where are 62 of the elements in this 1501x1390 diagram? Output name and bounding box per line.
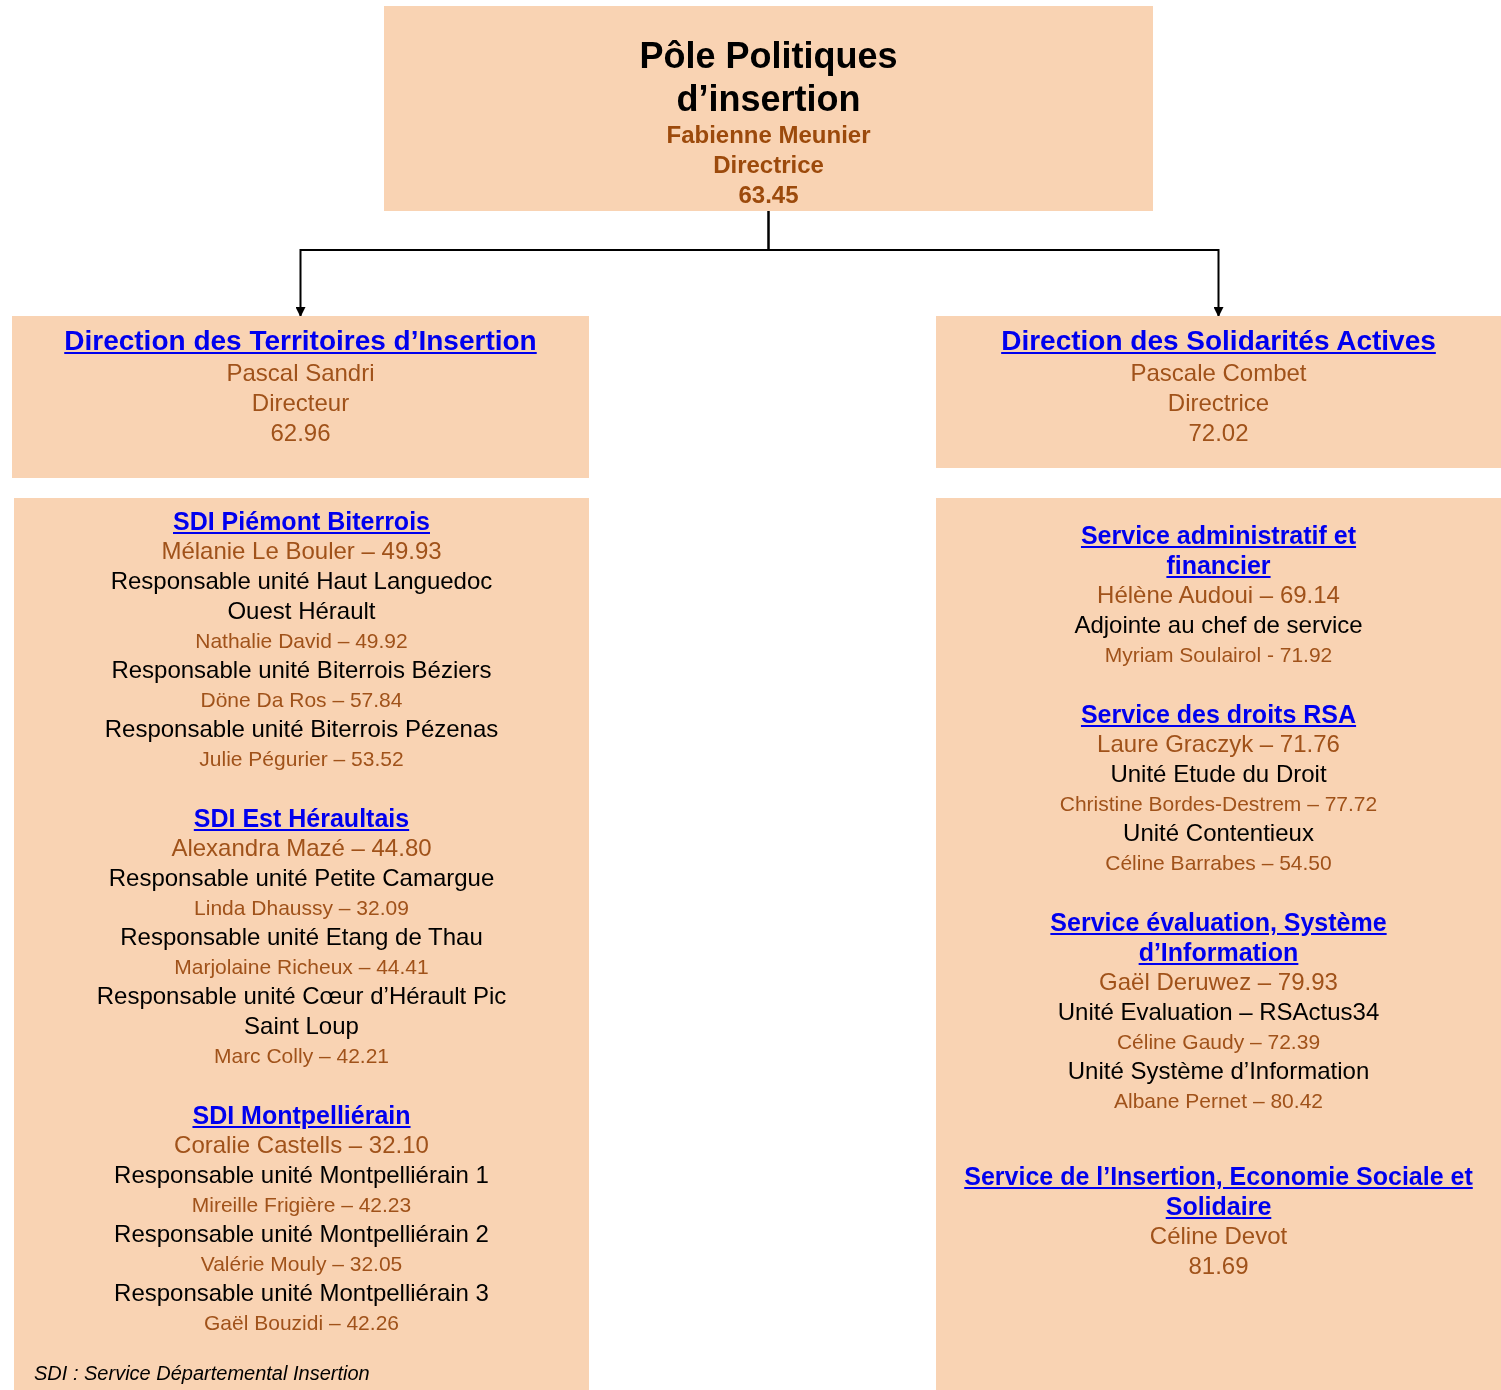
unit-role-text: Responsable unité Etang de Thau	[120, 922, 483, 952]
director-info: Directrice	[1167, 388, 1270, 418]
director-info: Directrice	[713, 150, 824, 180]
service-link: SDI Montpelliérain	[192, 1100, 411, 1130]
unit-role-text: Responsable unité Montpelliérain 1	[114, 1160, 489, 1190]
head-name-extension: Laure Graczyk – 71.76	[1097, 729, 1340, 759]
head-name-extension: Alexandra Mazé – 44.80	[171, 833, 432, 863]
manager-name-extension: Albane Pernet – 80.42	[1114, 1088, 1323, 1114]
manager-name-extension: Mireille Frigière – 42.23	[191, 1192, 412, 1218]
director-info: Fabienne Meunier	[666, 120, 871, 150]
manager-name-extension: Marc Colly – 42.21	[213, 1043, 390, 1069]
unit-role-text: Unité Contentieux	[1123, 818, 1314, 848]
service-link: SDI Est Héraultais	[193, 803, 410, 833]
manager-name-extension: Nathalie David – 49.92	[195, 628, 408, 654]
direction-link: Direction des Territoires d’Insertion	[64, 324, 537, 358]
service-link: Service administratif et financier	[1079, 520, 1358, 580]
unit-role-text: Responsable unité Haut Languedoc Ouest Hérault	[109, 566, 494, 626]
manager-name-extension: Döne Da Ros – 57.84	[200, 687, 403, 713]
unit-role-text: Responsable unité Montpelliérain 3	[114, 1278, 489, 1308]
manager-name-extension: Christine Bordes-Destrem – 77.72	[1059, 791, 1378, 817]
director-info: Directeur	[251, 388, 350, 418]
unit-role-text: Responsable unité Petite Camargue	[108, 863, 495, 893]
manager-name-extension: Céline Gaudy – 72.39	[1116, 1029, 1321, 1055]
head-name-extension: Coralie Castells – 32.10	[174, 1130, 429, 1160]
manager-name-extension: Céline Barrabes – 54.50	[1105, 850, 1332, 876]
service-panel	[936, 498, 1501, 1390]
unit-role-text: Responsable unité Biterrois Béziers	[111, 655, 492, 685]
head-name-extension: 81.69	[1188, 1251, 1249, 1281]
director-info: Pascale Combet	[1130, 358, 1307, 388]
manager-name-extension: Myriam Soulairol - 71.92	[1104, 642, 1333, 668]
head-name-extension: Mélanie Le Bouler – 49.93	[161, 536, 442, 566]
manager-name-extension: Gaël Bouzidi – 42.26	[204, 1310, 399, 1336]
title-heading: Pôle Politiques d’insertion	[638, 34, 899, 120]
head-name-extension: Céline Devot	[1149, 1221, 1288, 1251]
service-link: Service de l’Insertion, Economie Sociale et Solidaire	[963, 1161, 1474, 1221]
unit-role-text: Unité Evaluation – RSActus34	[1057, 997, 1380, 1027]
manager-name-extension: Valérie Mouly – 32.05	[200, 1251, 403, 1277]
unit-role-text: Responsable unité Montpelliérain 2	[114, 1219, 489, 1249]
director-info: 62.96	[270, 418, 331, 448]
director-info: Pascal Sandri	[226, 358, 375, 388]
manager-name-extension: Linda Dhaussy – 32.09	[194, 895, 409, 921]
service-panel	[14, 498, 589, 1390]
connector-arrow	[767, 210, 1224, 317]
service-link: Service des droits RSA	[1080, 699, 1357, 729]
manager-name-extension: Marjolaine Richeux – 44.41	[174, 954, 429, 980]
direction-link: Direction des Solidarités Actives	[1001, 324, 1436, 358]
director-info: 63.45	[738, 180, 799, 210]
org-box	[936, 316, 1501, 468]
org-box	[12, 316, 589, 478]
head-name-extension: Gaël Deruwez – 79.93	[1099, 967, 1338, 997]
unit-role-text: Adjointe au chef de service	[1074, 610, 1363, 640]
service-link: SDI Piémont Biterrois	[173, 506, 430, 536]
service-link: Service évaluation, Système d’Information	[1049, 907, 1388, 967]
footnote: SDI : Service Départemental Insertion	[34, 1361, 370, 1386]
manager-name-extension: Julie Pégurier – 53.52	[199, 746, 404, 772]
director-info: 72.02	[1188, 418, 1249, 448]
head-name-extension: Hélène Audoui – 69.14	[1097, 580, 1340, 610]
unit-role-text: Responsable unité Cœur d’Hérault Pic Saint Loup	[95, 981, 508, 1041]
org-box	[384, 6, 1153, 211]
unit-role-text: Unité Système d’Information	[1067, 1056, 1370, 1086]
unit-role-text: Unité Etude du Droit	[1110, 759, 1327, 789]
unit-role-text: Responsable unité Biterrois Pézenas	[104, 714, 499, 744]
